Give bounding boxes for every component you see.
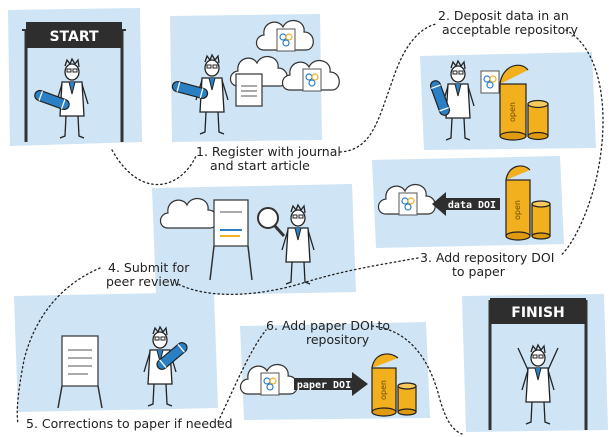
step-2-label: 2. Deposit data in an acceptable reposit… xyxy=(438,8,578,37)
svg-text:open: open xyxy=(379,380,388,400)
magnifier-icon xyxy=(257,207,286,238)
repository-icon: open xyxy=(505,165,531,241)
svg-text:open: open xyxy=(508,102,517,122)
svg-text:open: open xyxy=(513,200,522,220)
document-icon xyxy=(209,199,253,281)
step-5-label: 5. Corrections to paper if needed xyxy=(26,416,233,431)
step-6-label: 6. Add paper DOI to repository xyxy=(266,318,394,347)
data-doi-arrow: data DOI xyxy=(432,192,500,216)
data-doi-panel: data DOI open xyxy=(377,165,551,241)
repository-icon xyxy=(397,382,417,416)
step-4-label: 4. Submit for peer review xyxy=(106,260,193,289)
paper-doi-arrow: paper DOI xyxy=(294,372,368,396)
paper-doi-panel: paper DOI open xyxy=(239,353,417,417)
peer-review-panel xyxy=(159,197,315,285)
dotted-workflow-path xyxy=(16,23,604,435)
step-1-label: 1. Register with journal and start artic… xyxy=(196,144,345,173)
document-icon xyxy=(235,73,263,107)
step-3-label: 3. Add repository DOI to paper xyxy=(420,250,558,279)
finish-sign-label: FINISH xyxy=(511,305,565,321)
start-sign xyxy=(26,22,122,48)
repository-icon xyxy=(531,200,551,240)
start-sign-label: START xyxy=(49,29,99,45)
repository-icon: open xyxy=(499,64,529,141)
finish-sign xyxy=(490,298,586,324)
repository-icon xyxy=(527,99,549,141)
document-icon xyxy=(57,335,103,409)
finish-panel: FINISH xyxy=(488,298,588,430)
svg-text:data DOI: data DOI xyxy=(448,200,496,211)
repository-icon: open xyxy=(371,353,399,417)
svg-text:paper DOI: paper DOI xyxy=(297,380,351,391)
figure-icon xyxy=(517,344,559,425)
start-panel: START xyxy=(22,22,126,142)
corrections-panel xyxy=(57,326,190,409)
deposit-panel: open xyxy=(428,60,549,141)
register-panel xyxy=(170,19,340,135)
